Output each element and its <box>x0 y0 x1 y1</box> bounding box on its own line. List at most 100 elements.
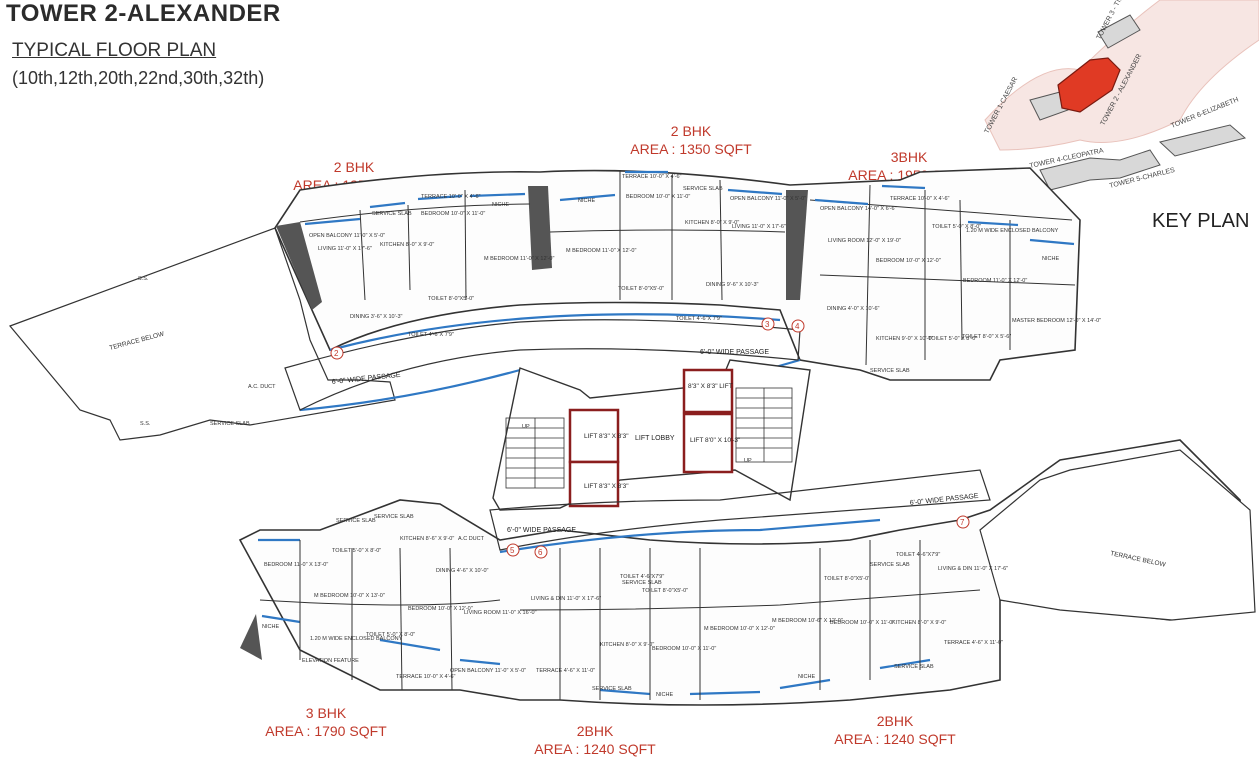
room-label: SERVICE SLAB <box>683 186 723 192</box>
room-label: OPEN BALCONY 11'-0" X 5'-0" <box>450 668 526 674</box>
unit-area: AREA : 1790 SQFT <box>265 723 387 739</box>
room-label: TOILET 4'-6"X7'9" <box>620 574 664 580</box>
unit-area: AREA : 1240 SQFT <box>834 731 956 747</box>
room-label: TOILET 4'-6"X 7'9" <box>408 332 454 338</box>
room-label: TERRACE 10'-0" X 4'-6" <box>396 674 456 680</box>
room-label: BEDROOM 10'-0" X 11'-0" <box>626 194 690 200</box>
room-label: SERVICE SLAB <box>372 211 412 217</box>
unit-area: AREA : 1240 SQFT <box>534 741 656 757</box>
glazing <box>299 170 1075 412</box>
up-label: UP <box>522 424 530 430</box>
room-label: BEDROOM 11'-0" X 13'-0" <box>264 562 328 568</box>
unit-type: 2BHK <box>576 723 614 739</box>
room-label: KITCHEN 8'-6" X 9'-0" <box>400 536 454 542</box>
room-label: TOILET 8'-0"X5'-0" <box>824 576 870 582</box>
up-label: UP <box>744 458 752 464</box>
unit-label-5: 2BHK AREA : 1240 SQFT <box>515 722 675 758</box>
unit-6-rooms: SERVICE SLAB TOILET 4'-6"X7'9" TOILET 8'… <box>772 552 1008 680</box>
room-label: ELEVATION FEATURE <box>302 658 359 664</box>
room-label: A.C DUCT <box>458 536 485 542</box>
shaft <box>786 190 808 300</box>
top-passage <box>284 319 801 411</box>
room-label: KITCHEN 8'-0" X 9'-0" <box>380 242 434 248</box>
key-tower-1 <box>1029 91 1069 121</box>
unit-type: 3BHK <box>890 149 928 165</box>
room-label: TERRACE 10'-0" X 4'-6" <box>622 174 682 180</box>
stairs-left <box>505 417 565 489</box>
unit-number: 2 <box>334 349 339 358</box>
room-label: TOILET 8'-0"X5'-0" <box>428 296 474 302</box>
plan-title: TOWER 2-ALEXANDER <box>6 0 281 27</box>
room-label: SERVICE SLAB <box>870 562 910 568</box>
room-label: NICHE <box>1042 256 1059 262</box>
room-label: MASTER BEDROOM 12'-0" X 14'-0" <box>1012 318 1101 324</box>
key-tower-3 <box>1097 14 1141 49</box>
unit-type: 2 BHK <box>333 159 375 175</box>
room-label: KITCHEN 8'-0" X 9'-0" <box>685 220 739 226</box>
bottom-wing-walls <box>259 540 981 700</box>
room-label: TERRACE 10'-0" X 4'-6" <box>890 196 950 202</box>
room-label: NICHE <box>656 692 673 698</box>
room-label: LIVING 11'-0" X 17'-6" <box>732 224 786 230</box>
lift-label: 8'3" X 8'3" LIFT <box>688 383 733 390</box>
unit-number: 4 <box>795 322 800 331</box>
unit-number-marker <box>761 317 775 331</box>
unit-number-marker <box>956 515 970 529</box>
unit-number: 7 <box>960 518 965 527</box>
room-label: NICHE <box>262 624 279 630</box>
unit-label-6: 2BHK AREA : 1240 SQFT <box>815 712 975 748</box>
key-tower-6 <box>1158 124 1247 157</box>
unit-2-rooms: TERRACE 10'-0" X 4'-6" BEDROOM 10'-0" X … <box>566 174 806 322</box>
room-label: BEDROOM 10'-0" X 12'-0" <box>408 606 473 612</box>
unit-area: AREA : 1350 SQFT <box>630 141 752 157</box>
room-label: SERVICE SLAB <box>592 686 632 692</box>
lift-label: LIFT 8'3" X 8'3" <box>584 483 629 490</box>
unit-type: 3 BHK <box>305 705 347 721</box>
lift-right-2 <box>682 412 734 474</box>
room-label: TOILET 5'-0" X 8'-0" <box>366 632 415 638</box>
key-tower-4-5 <box>1039 149 1161 191</box>
unit-4-rooms: SERVICE SLAB SERVICE SLAB KITCHEN 8'-6" … <box>262 514 537 680</box>
lift-left-1 <box>568 408 620 464</box>
unit-number-marker <box>791 319 805 333</box>
lift-label: LIFT 8'3" X 8'3" <box>584 433 629 440</box>
room-label: KITCHEN 9'-0" X 10'-0" <box>876 336 933 342</box>
room-label: 1.20 M WIDE ENCLOSED BALCONY <box>966 228 1059 234</box>
room-label: SERVICE SLAB <box>374 514 414 520</box>
room-label: BEDROOM 10'-0" X 12'-0" <box>876 258 941 264</box>
ss-label: S.S. <box>140 421 151 427</box>
key-plan-label: KEY PLAN <box>1152 210 1250 232</box>
bottom-passage <box>489 469 991 551</box>
room-label: TOILET 8'-0"X5'-0" <box>642 588 688 594</box>
room-label: TOILET 4'-6"X 7'9" <box>676 316 722 322</box>
plan-subtitle: TYPICAL FLOOR PLAN <box>12 40 217 61</box>
service-slab-label: SERVICE SLAB <box>210 421 250 427</box>
room-label: LIVING & DIN 11'-0" X 17'-6" <box>938 566 1008 572</box>
room-label: OPEN BALCONY 14'-0" X 6'-6" <box>820 206 897 212</box>
floor-list: (10th,12th,20th,22nd,30th,32th) <box>12 68 265 88</box>
room-label: M BEDROOM 10'-0" X 13'-0" <box>314 593 385 599</box>
key-tower-2-highlight <box>1057 57 1121 113</box>
unit-number: 3 <box>765 320 770 329</box>
room-label: SERVICE SLAB <box>870 368 910 374</box>
key-plan: TOWER 1-CAESAR TOWER 2 - ALEXANDER TOWER… <box>984 0 1259 191</box>
room-label: LIVING 11'-0" X 17'-6" <box>318 246 372 252</box>
room-label: BEDROOM 11'-0" X 12'-0" <box>963 278 1027 284</box>
room-label: TOILET 8'-0"X5'-0" <box>618 286 664 292</box>
passage-label: 6'-0" WIDE PASSAGE <box>700 349 769 356</box>
room-label: DINING 3'-6" X 10'-3" <box>350 314 403 320</box>
terrace-below-right <box>979 449 1256 621</box>
room-label: OPEN BALCONY 11'-0" X 5'-0" <box>309 233 385 239</box>
shaft <box>528 186 552 270</box>
room-label: KITCHEN 8'-0" X 9'-0" <box>600 642 654 648</box>
room-label: LIVING ROOM 11'-0" X 16'-0" <box>464 610 537 616</box>
room-label: M BEDROOM 11'-0" X 12'-0" <box>566 248 636 254</box>
room-label: TOILET 5'-0" X 8'-0" <box>332 548 381 554</box>
room-label: NICHE <box>492 202 509 208</box>
room-label: LIVING & DIN 11'-0" X 17'-6" <box>531 596 601 602</box>
room-label: NICHE <box>798 674 815 680</box>
room-label: DINING 4'-6" X 10'-0" <box>436 568 489 574</box>
room-label: BEDROOM 10'-0" X 11'-0" <box>652 646 716 652</box>
room-label: TOILET 5'-0" X 8'-0" <box>932 224 981 230</box>
